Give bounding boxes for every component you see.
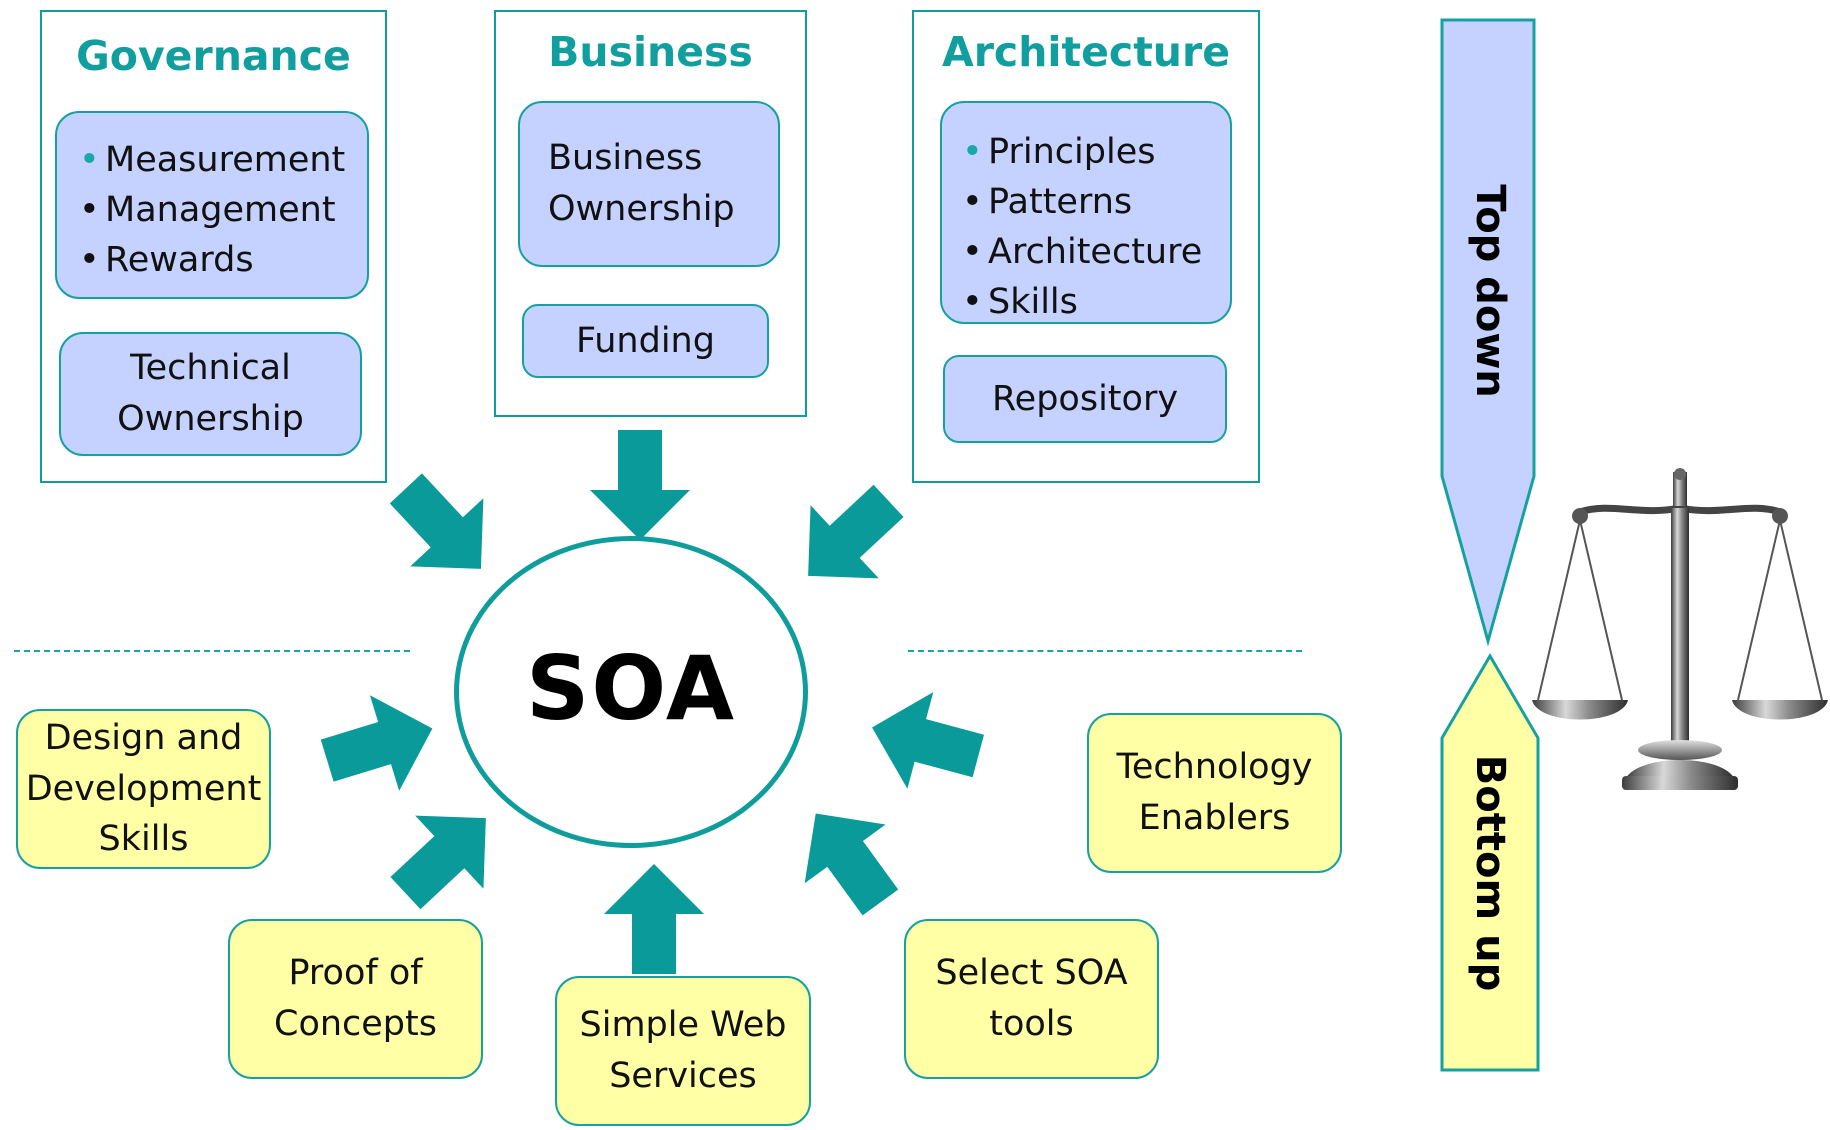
arrow-from-proof bbox=[371, 781, 520, 930]
proof-of-concepts-box: Proof of Concepts bbox=[228, 919, 483, 1079]
design-development-skills-box: Design and Development Skills bbox=[16, 709, 271, 869]
simple-web-services-box: Simple Web Services bbox=[555, 976, 811, 1126]
governance-panel: Governance Measurement Management Reward… bbox=[40, 10, 387, 483]
design-development-skills-label: Design and Development Skills bbox=[25, 717, 262, 860]
bullet-architecture: Architecture bbox=[958, 227, 1230, 277]
bullet-patterns: Patterns bbox=[958, 177, 1230, 227]
top-down-arrow bbox=[1440, 18, 1536, 647]
scales-of-justice-icon bbox=[1532, 468, 1828, 790]
repository-box: Repository bbox=[943, 355, 1227, 443]
funding-label: Funding bbox=[576, 320, 715, 361]
bullet-principles: Principles bbox=[958, 127, 1230, 177]
technical-ownership-box: Technical Ownership bbox=[59, 332, 362, 456]
bullet-management: Management bbox=[75, 185, 367, 235]
soa-label: SOA bbox=[526, 636, 736, 740]
architecture-bullet-list: Principles Patterns Architecture Skills bbox=[958, 127, 1230, 327]
arrow-from-architecture bbox=[774, 464, 923, 613]
business-ownership-box: Business Ownership bbox=[518, 101, 780, 267]
arrow-from-technology bbox=[859, 679, 992, 805]
governance-bullet-list: Measurement Management Rewards bbox=[75, 135, 367, 285]
governance-title: Governance bbox=[76, 32, 351, 80]
bottom-up-label: Bottom up bbox=[1467, 754, 1513, 992]
governance-bullet-box: Measurement Management Rewards bbox=[55, 111, 369, 299]
business-title: Business bbox=[548, 28, 753, 76]
business-ownership-label: Business Ownership bbox=[548, 138, 735, 229]
arrow-from-business bbox=[590, 430, 690, 540]
bottom-up-arrow bbox=[1440, 653, 1540, 1072]
bullet-rewards: Rewards bbox=[75, 235, 367, 285]
proof-of-concepts-label: Proof of Concepts bbox=[274, 953, 437, 1044]
arrow-from-select bbox=[775, 784, 921, 932]
select-soa-tools-label: Select SOA tools bbox=[935, 953, 1128, 1044]
soa-circle: SOA bbox=[454, 536, 808, 848]
top-down-label: Top down bbox=[1467, 184, 1513, 398]
arrow-from-design bbox=[312, 680, 447, 809]
business-panel: Business Business Ownership Funding bbox=[494, 10, 807, 417]
technology-enablers-box: Technology Enablers bbox=[1087, 713, 1342, 873]
funding-box: Funding bbox=[522, 304, 769, 378]
architecture-bullet-box: Principles Patterns Architecture Skills bbox=[940, 101, 1232, 327]
technical-ownership-label: Technical Ownership bbox=[117, 348, 304, 439]
technology-enablers-label: Technology Enablers bbox=[1116, 747, 1313, 838]
arrow-from-simple bbox=[604, 864, 704, 974]
repository-label: Repository bbox=[991, 378, 1179, 419]
bullet-skills: Skills bbox=[958, 277, 1230, 327]
bullet-measurement: Measurement bbox=[75, 135, 367, 185]
divider-right bbox=[908, 650, 1302, 652]
architecture-title: Architecture bbox=[941, 28, 1231, 76]
simple-web-services-label: Simple Web Services bbox=[579, 1005, 787, 1096]
divider-left bbox=[14, 650, 410, 652]
direction-arrows bbox=[1440, 18, 1540, 1072]
architecture-panel: Architecture Principles Patterns Archite… bbox=[912, 10, 1260, 483]
arrow-from-governance bbox=[369, 454, 518, 603]
select-soa-tools-box: Select SOA tools bbox=[904, 919, 1159, 1079]
